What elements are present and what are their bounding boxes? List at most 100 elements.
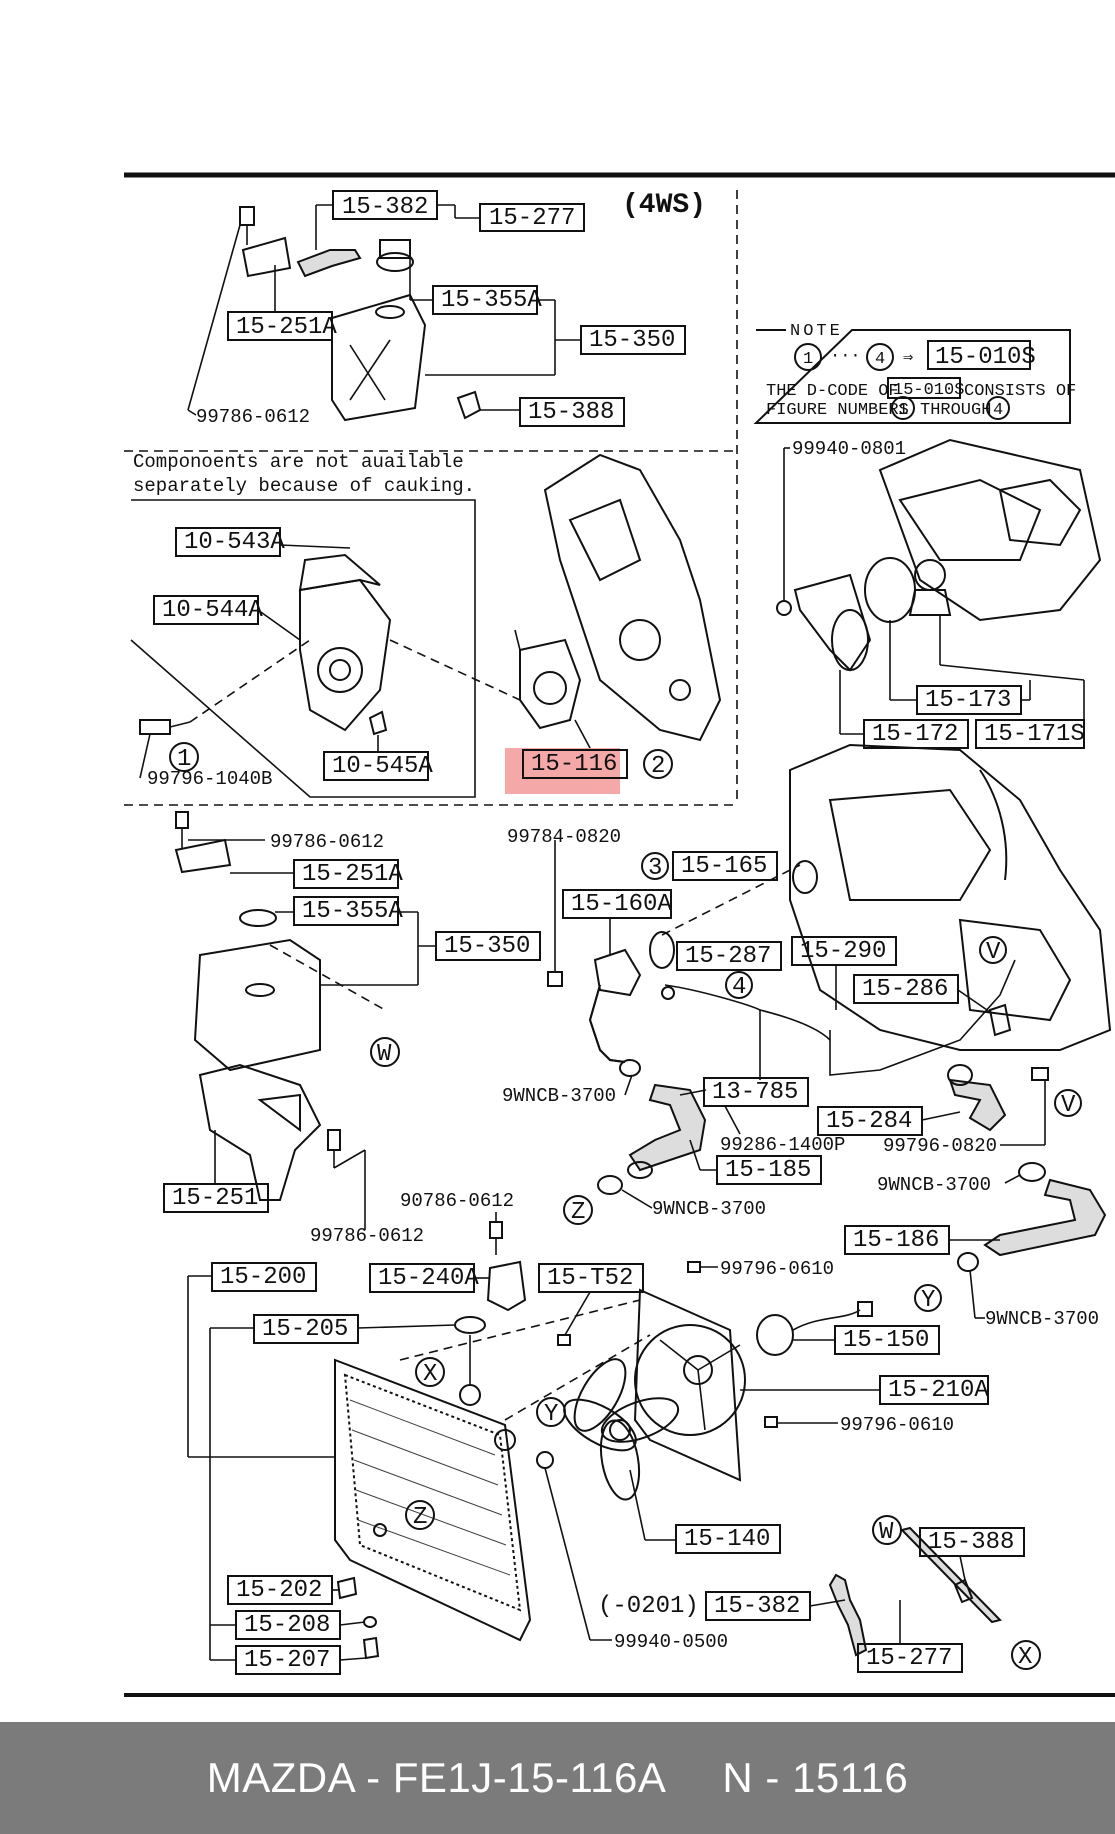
label-15-202: 15-202 [236, 1577, 322, 1604]
note-line3-a: 1 [898, 401, 908, 420]
label-99286-1400p: 99286-1400P [720, 1134, 845, 1156]
label-13-785: 13-785 [712, 1079, 798, 1106]
callout-4: 4 [732, 974, 746, 1001]
note-box: NOTE 1 ··· 4 ⇒ 15-010S THE D-CODE OF 15-… [753, 322, 1076, 424]
note-line3: FIGURE NUMBERS [766, 401, 909, 420]
label-15-277-top: 15-277 [489, 205, 575, 232]
label-15-171s: 15-171S [984, 721, 1085, 748]
callout-y1: Y [921, 1287, 935, 1314]
component-note-line2: separately because of cauking. [133, 475, 475, 497]
callout-2: 2 [651, 753, 665, 780]
callout-y2: Y [544, 1401, 558, 1428]
callout-w1: W [377, 1041, 392, 1068]
label-15-350-top: 15-350 [589, 327, 675, 354]
label-15-150: 15-150 [843, 1327, 929, 1354]
note-line3-b: 4 [993, 401, 1003, 420]
note-end-num: 4 [875, 350, 885, 369]
reservoir-group-mid [174, 811, 386, 1201]
part-footer: MAZDA - FE1J-15-116A N - 15116 [0, 1722, 1115, 1834]
note-line2-end: CONSISTS OF [964, 382, 1076, 401]
label-15-140: 15-140 [684, 1526, 770, 1553]
label-15-116: 15-116 [531, 751, 617, 778]
label-15-185: 15-185 [725, 1157, 811, 1184]
label-99796-0820: 99796-0820 [883, 1135, 997, 1157]
callout-w2: W [879, 1519, 894, 1546]
label-15-210a: 15-210A [888, 1377, 989, 1404]
label-99940-0500: 99940-0500 [614, 1631, 728, 1653]
label-15-287: 15-287 [685, 943, 771, 970]
label-99786-0612-mid: 99786-0612 [270, 831, 384, 853]
label-9wncb-3700-d: 9WNCB-3700 [985, 1308, 1099, 1330]
label-15-205: 15-205 [262, 1316, 348, 1343]
label-range-0201: (-0201) [598, 1593, 699, 1620]
label-99796-1040b: 99796-1040B [147, 768, 272, 790]
hose-group-lower [828, 1526, 1002, 1657]
engine-block-4ws [514, 453, 722, 749]
footer-part-number: MAZDA - FE1J-15-116A [206, 1754, 667, 1801]
label-15-173: 15-173 [925, 687, 1011, 714]
label-15-355a-top: 15-355A [441, 287, 542, 314]
4ws-frame: (4WS) [124, 190, 738, 806]
label-15-251: 15-251 [172, 1185, 258, 1212]
water-pump-inset [139, 553, 521, 736]
radiator-group [334, 1260, 873, 1660]
note-start-num: 1 [803, 350, 813, 369]
label-15-207: 15-207 [244, 1647, 330, 1674]
label-15-165: 15-165 [681, 853, 767, 880]
label-15-251a-mid: 15-251A [302, 861, 403, 888]
label-15-388-top: 15-388 [528, 399, 614, 426]
note-arrow: ⇒ [903, 349, 913, 368]
label-10-545a: 10-545A [332, 753, 433, 780]
label-15-290: 15-290 [800, 938, 886, 965]
label-15-160a: 15-160A [571, 891, 672, 918]
label-9wncb-3700-b: 9WNCB-3700 [652, 1198, 766, 1220]
label-9wncb-3700-a: 9WNCB-3700 [502, 1085, 616, 1107]
note-code-2: 15-010S [893, 381, 964, 400]
note-line3-mid: THROUGH [920, 401, 991, 420]
note-title: NOTE [790, 322, 843, 341]
label-10-543a: 10-543A [184, 529, 285, 556]
label-15-382-low: 15-382 [714, 1593, 800, 1620]
label-10-544a: 10-544A [162, 597, 263, 624]
label-15-t52: 15-T52 [547, 1265, 633, 1292]
highlight-15-116 [505, 748, 620, 794]
label-15-277-low: 15-277 [866, 1645, 952, 1672]
label-15-388-low: 15-388 [928, 1529, 1014, 1556]
label-15-251a-top: 15-251A [236, 314, 337, 341]
4ws-label: (4WS) [622, 190, 706, 221]
label-15-200: 15-200 [220, 1264, 306, 1291]
label-15-172: 15-172 [872, 721, 958, 748]
fan-blades [563, 1358, 680, 1501]
label-15-286: 15-286 [862, 976, 948, 1003]
label-15-350-mid: 15-350 [444, 933, 530, 960]
note-ellipsis: ··· [830, 347, 861, 366]
engine-block-main [789, 743, 1112, 1051]
label-90786-0612: 90786-0612 [400, 1190, 514, 1212]
label-15-382-top: 15-382 [342, 194, 428, 221]
label-99786-0612-top: 99786-0612 [196, 406, 310, 428]
label-15-208: 15-208 [244, 1612, 330, 1639]
callout-1: 1 [177, 746, 191, 773]
label-15-355a-mid: 15-355A [302, 898, 403, 925]
hose-group-center [547, 840, 1107, 1272]
label-15-240a: 15-240A [378, 1265, 479, 1292]
label-9wncb-3700-c: 9WNCB-3700 [877, 1174, 991, 1196]
reservoir-group-top [239, 206, 482, 422]
label-99786-0612-low: 99786-0612 [310, 1225, 424, 1247]
callout-v2: V [1061, 1092, 1076, 1119]
callout-x1: X [423, 1361, 437, 1388]
callout-3: 3 [648, 855, 662, 882]
thermostat-group [776, 438, 1102, 672]
callout-z1: Z [571, 1199, 585, 1226]
label-15-284: 15-284 [826, 1108, 912, 1135]
label-99796-0610-b: 99796-0610 [840, 1414, 954, 1436]
callout-x2: X [1018, 1644, 1032, 1671]
parts-diagram: (4WS) 15-382 15-277 15-355A 15-251A 15-3… [124, 172, 1115, 1697]
callout-z2: Z [413, 1504, 427, 1531]
footer-ref-number: N - 15116 [722, 1754, 909, 1801]
note-line2: THE D-CODE OF [766, 382, 899, 401]
label-99940-0801: 99940-0801 [792, 438, 906, 460]
note-code-1: 15-010S [935, 344, 1036, 371]
label-99784-0820: 99784-0820 [507, 826, 621, 848]
label-99796-0610-a: 99796-0610 [720, 1258, 834, 1280]
